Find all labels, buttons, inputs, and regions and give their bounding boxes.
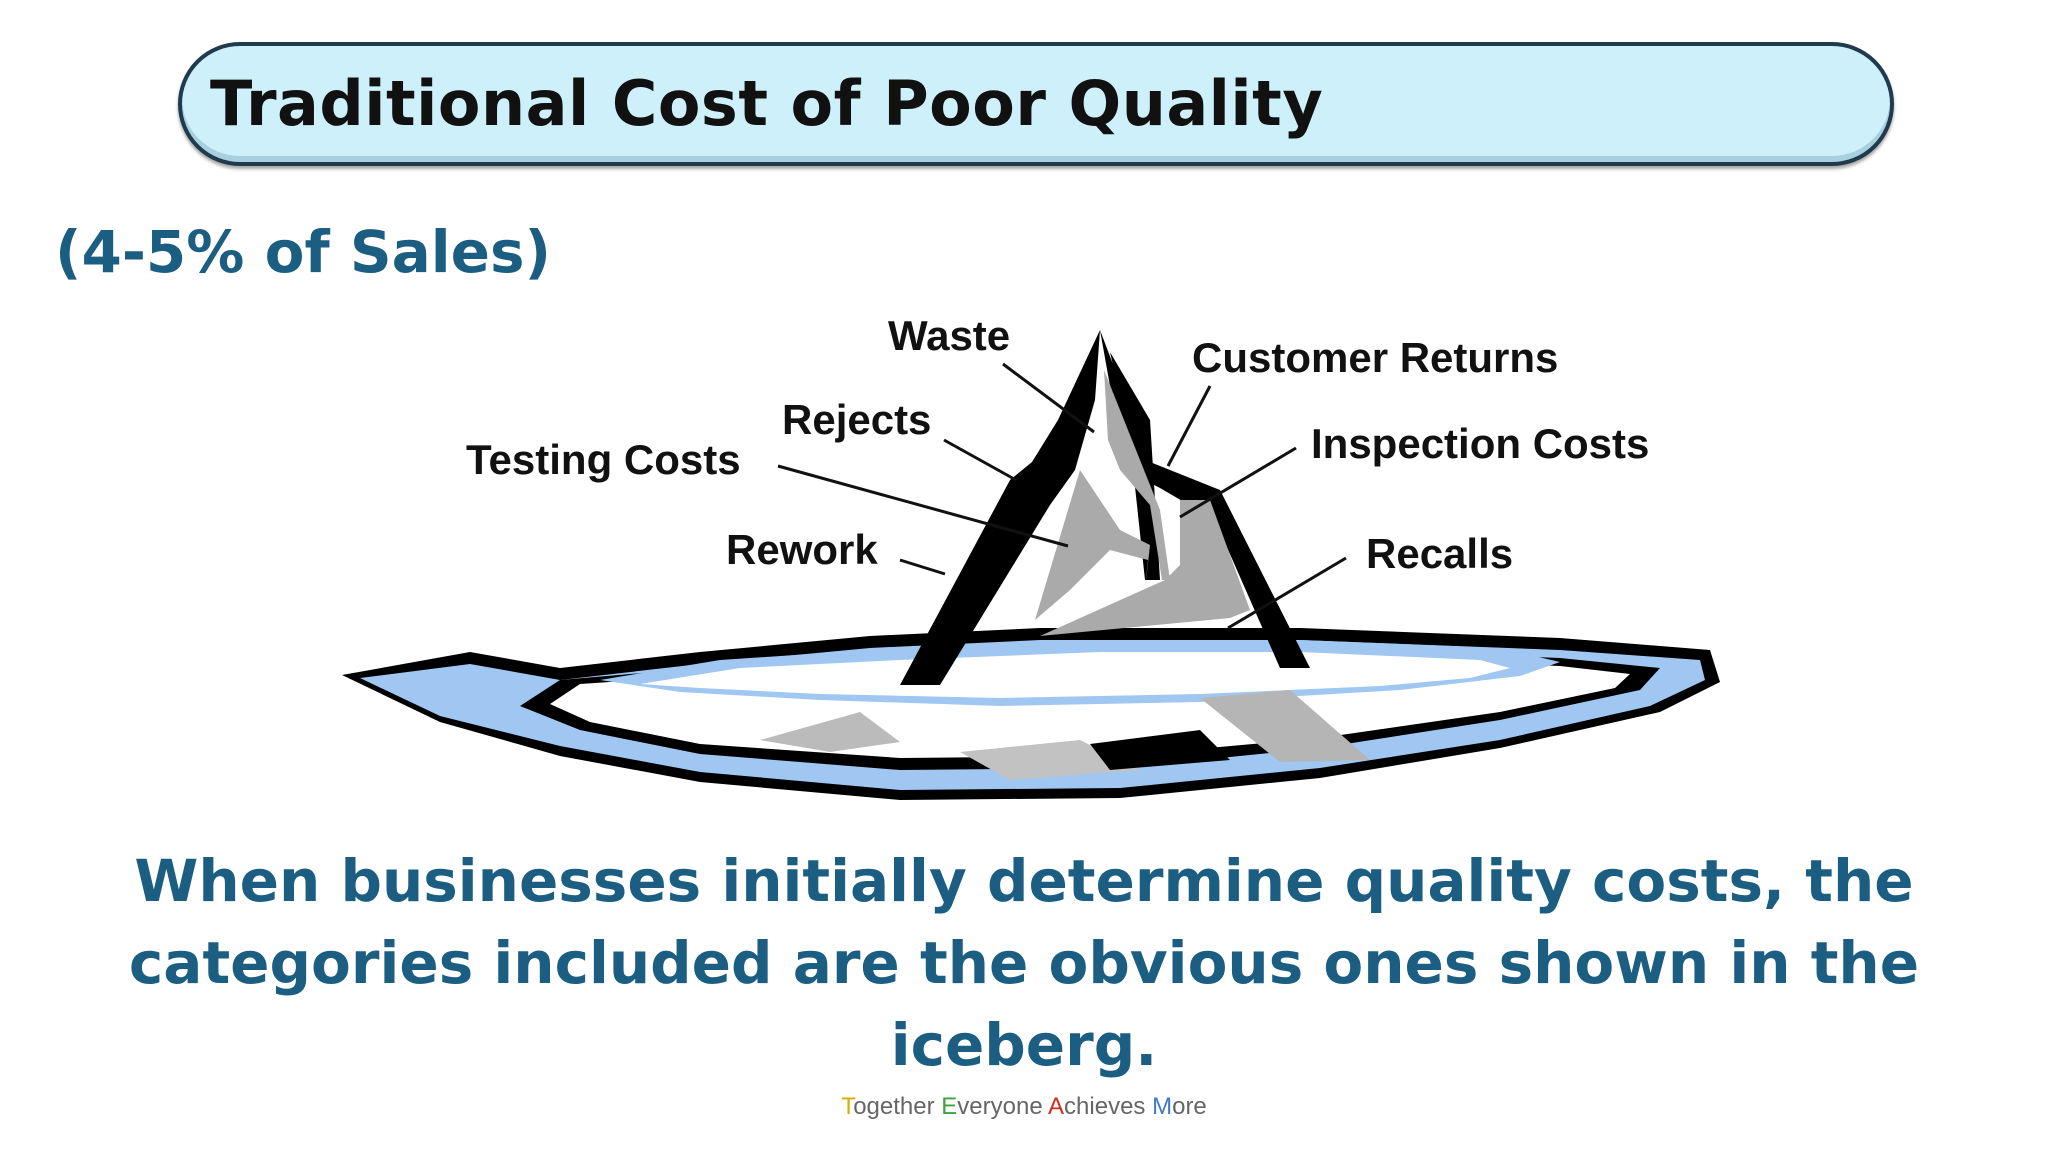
footer-letter-a: A [1048, 1093, 1065, 1120]
label-recalls: Recalls [1366, 530, 1513, 577]
footer-letter-e: E [941, 1093, 958, 1120]
slide-caption: When businesses initially determine qual… [128, 847, 1920, 1079]
footer-letter-m: M [1152, 1093, 1173, 1120]
label-rework: Rework [726, 526, 878, 573]
recalls-leader [1227, 556, 1347, 630]
footer-word-more: ore [1172, 1093, 1207, 1120]
waste-leader [1002, 362, 1095, 434]
rejects-leader [943, 438, 1017, 482]
inspection-costs-leader [1179, 446, 1297, 519]
testing-costs-leader [777, 464, 1069, 548]
title-banner [178, 42, 1894, 166]
label-testing-costs: Testing Costs [466, 436, 741, 483]
footer-tagline: Together Everyone Achieves More [0, 1093, 2048, 1121]
label-leader-lines [777, 362, 1347, 630]
footer-word-achieves: chieves [1064, 1093, 1153, 1120]
label-inspection-costs: Inspection Costs [1311, 420, 1649, 467]
label-rejects: Rejects [782, 396, 931, 443]
slide-subtitle: (4-5% of Sales) [55, 218, 552, 286]
footer-word-together: ogether [853, 1093, 942, 1120]
label-customer-returns: Customer Returns [1192, 334, 1558, 381]
label-waste: Waste [888, 312, 1010, 359]
slide-title: Traditional Cost of Poor Quality [210, 67, 1324, 140]
water-rings [342, 628, 1720, 800]
customer-returns-leader [1166, 385, 1212, 467]
footer-letter-t: T [841, 1093, 854, 1120]
rework-leader [899, 558, 946, 576]
footer-word-everyone: veryone [957, 1093, 1049, 1120]
iceberg-peak [900, 330, 1310, 685]
